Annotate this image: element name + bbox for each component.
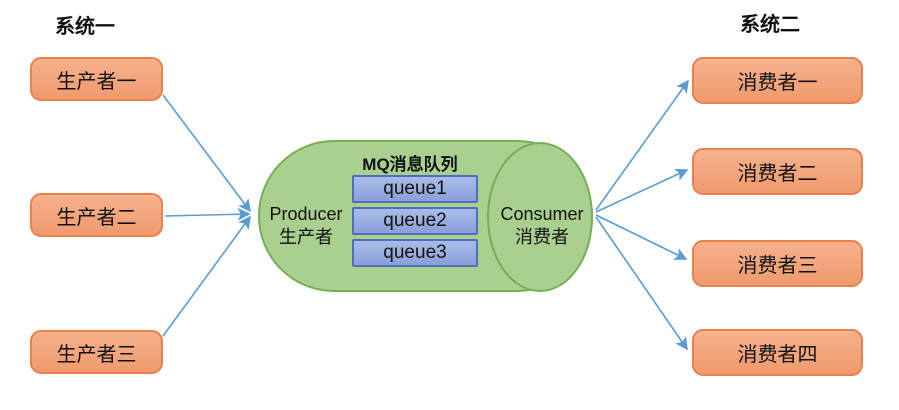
consumer-box-3: 消费者三	[692, 240, 863, 287]
consumer-box-2: 消费者二	[692, 148, 863, 195]
queue-3-label: queue3	[383, 242, 447, 263]
producer-box-2: 生产者二	[30, 193, 163, 237]
producer-3-label: 生产者三	[56, 343, 137, 366]
mq-producer-side-label: Producer 生产者	[256, 203, 356, 249]
consumer-1-label: 消费者一	[737, 72, 818, 94]
producer-box-1: 生产者一	[30, 57, 163, 101]
arrow-producer2-to-mq	[164, 207, 251, 221]
consumer-box-4: 消费者四	[692, 329, 863, 376]
consumer-box-1: 消费者一	[692, 57, 863, 104]
queue-box-2: queue2	[352, 207, 478, 235]
producer-box-3: 生产者三	[30, 330, 163, 374]
producer-side-zh: 生产者	[279, 227, 333, 247]
consumer-3-label: 消费者三	[737, 255, 818, 277]
consumer-2-label: 消费者二	[737, 163, 818, 185]
mq-title: MQ消息队列	[362, 155, 458, 174]
system-two-title: 系统二	[740, 14, 800, 36]
consumer-4-label: 消费者四	[737, 344, 818, 366]
queue-2-label: queue2	[383, 210, 447, 231]
arrow-mq-to-consumer4	[595, 216, 688, 351]
arrow-producer1-to-mq	[162, 94, 251, 213]
queue-box-1: queue1	[352, 175, 478, 203]
producer-side-en: Producer	[269, 204, 343, 224]
producer-1-label: 生产者一	[56, 70, 137, 93]
system-one-title: 系统一	[55, 16, 115, 38]
mq-consumer-side-label: Consumer 消费者	[490, 203, 594, 249]
consumer-side-en: Consumer	[500, 204, 584, 224]
mq-cylinder-end-cap	[487, 142, 593, 292]
arrow-producer3-to-mq	[162, 215, 251, 337]
arrow-mq-to-consumer1	[595, 79, 689, 211]
arrow-mq-to-consumer2	[595, 168, 689, 213]
consumer-side-zh: 消费者	[515, 227, 569, 247]
queue-box-3: queue3	[352, 239, 478, 267]
queue-1-label: queue1	[383, 178, 447, 199]
producer-2-label: 生产者二	[56, 206, 137, 229]
arrow-mq-to-consumer3	[595, 214, 688, 260]
